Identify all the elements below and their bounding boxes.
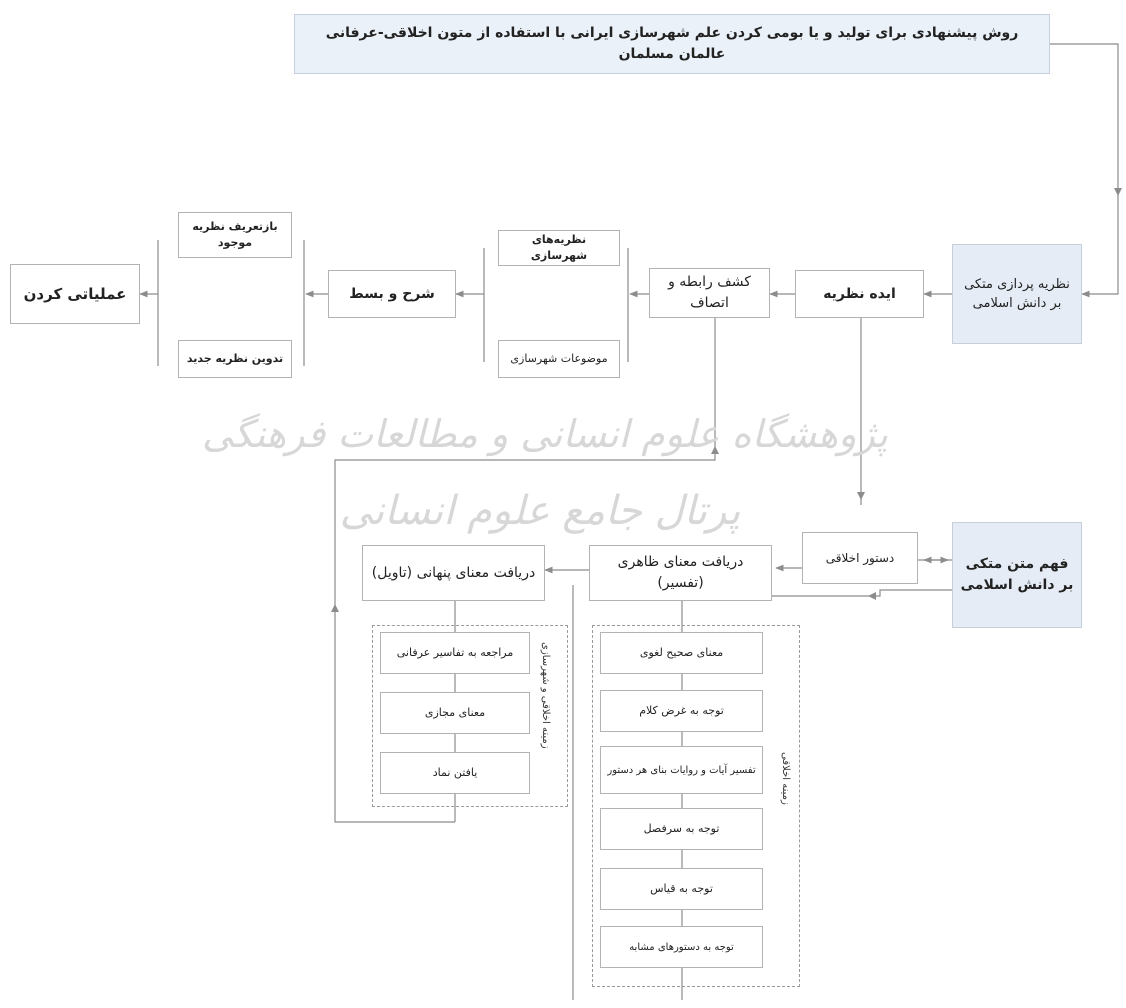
node-understanding: فهم متن متکی بر دانش اسلامی <box>952 522 1082 628</box>
apparent-step-4: توجه به سرفصل <box>600 808 763 850</box>
apparent-step-2: توجه به غرض کلام <box>600 690 763 732</box>
node-moral-order: دستور اخلاقی <box>802 532 918 584</box>
node-theorizing: نظریه پردازی متکی بر دانش اسلامی <box>952 244 1082 344</box>
node-hidden-meaning: دریافت معنای پنهانی (تاویل) <box>362 545 545 601</box>
hidden-steps-group <box>372 625 568 807</box>
node-operational: عملیاتی کردن <box>10 264 140 324</box>
node-explain: شرح و بسط <box>328 270 456 318</box>
apparent-step-3: تفسیر آیات و روایات بنای هر دستور <box>600 746 763 794</box>
node-link: کشف رابطه و اتصاف <box>649 268 770 318</box>
apparent-group-label: زمینه اخلاقی <box>780 752 791 805</box>
apparent-step-6: توجه به دستورهای مشابه <box>600 926 763 968</box>
node-apparent-meaning: دریافت معنای ظاهری (تفسیر) <box>589 545 772 601</box>
watermark-text-1: پژوهشگاه علوم انسانی و مطالعات فرهنگی <box>202 412 888 456</box>
hidden-step-2: معنای مجازی <box>380 692 530 734</box>
apparent-steps-group <box>592 625 800 987</box>
node-new-theory: تدوین نظریه جدید <box>178 340 292 378</box>
diagram-title: روش پیشنهادی برای تولید و یا بومی کردن ع… <box>294 14 1050 74</box>
hidden-group-label: زمینه اخلاقی و شهرسازی <box>540 642 551 749</box>
watermark-text-2: پرتال جامع علوم انسانی <box>339 488 741 534</box>
node-urban-theories: نظریه‌های شهرسازی <box>498 230 620 266</box>
node-redefine: بازتعریف نظریه موجود <box>178 212 292 258</box>
apparent-step-1: معنای صحیح لغوی <box>600 632 763 674</box>
hidden-step-3: یافتن نماد <box>380 752 530 794</box>
node-idea: ایده نظریه <box>795 270 924 318</box>
node-urban-topics: موضوعات شهرسازی <box>498 340 620 378</box>
apparent-step-5: توجه به قیاس <box>600 868 763 910</box>
hidden-step-1: مراجعه به تفاسیر عرفانی <box>380 632 530 674</box>
